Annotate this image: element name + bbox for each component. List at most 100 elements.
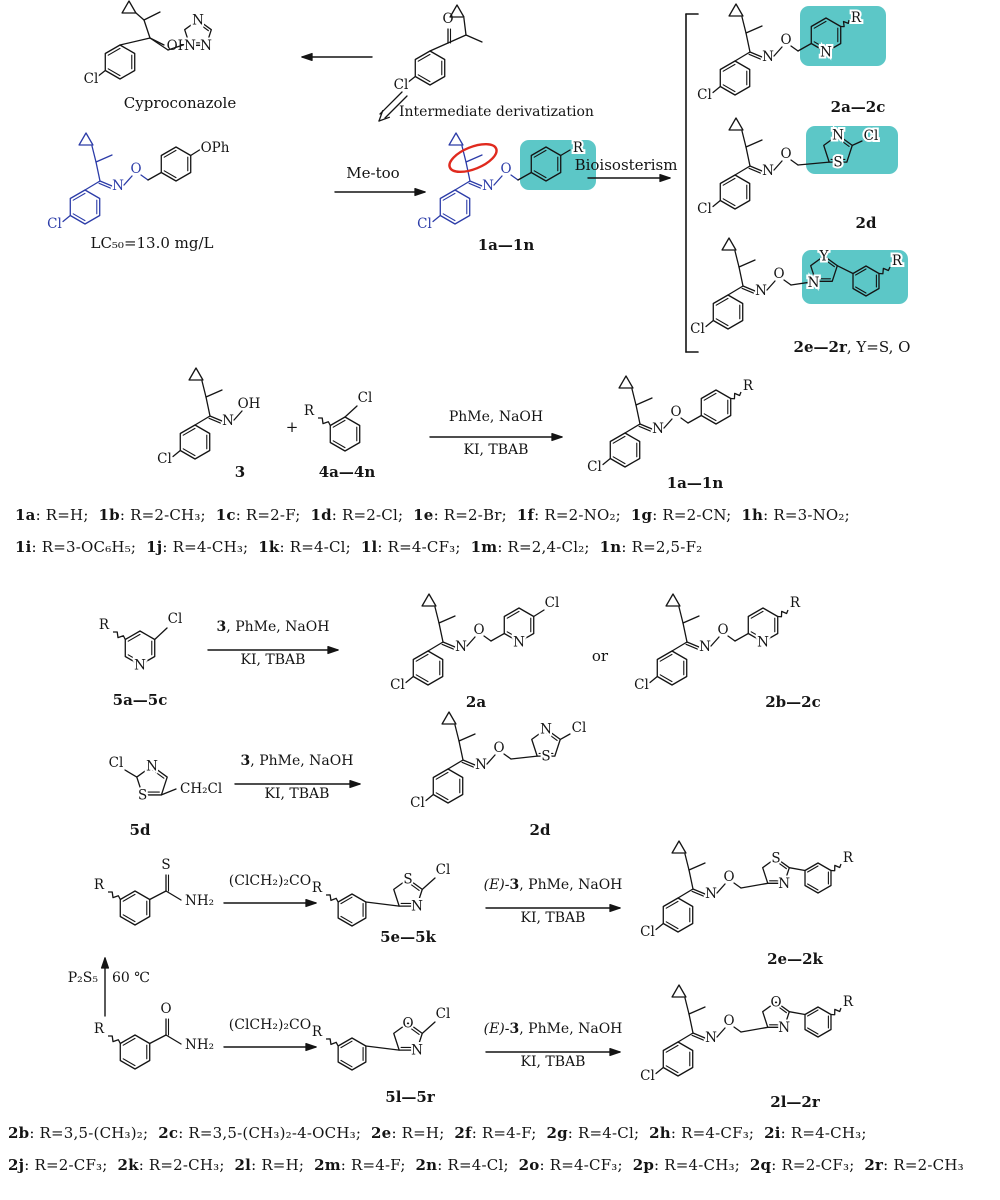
- svg-text:Cl: Cl: [864, 128, 879, 144]
- svg-text:Cl: Cl: [410, 795, 425, 811]
- cyproconazole-label: Cyproconazole: [123, 94, 237, 112]
- highlight-box-aryl-azole-2e-2r: [802, 250, 908, 304]
- svg-text:R: R: [843, 994, 854, 1010]
- compound-5l-5r-label: 5l—5r: [385, 1088, 435, 1106]
- bioisosterism-label: Bioisosterism: [574, 156, 678, 174]
- svg-text:N: N: [778, 876, 790, 892]
- or-label: or: [591, 647, 609, 665]
- svg-text:Cl: Cl: [390, 677, 405, 693]
- compound-1a-1n-label: 1a—1n: [477, 236, 535, 254]
- r-group-definitions-1-line2: 1i: R=3-OC₆H₅; 1j: R=4-CH₃; 1k: R=4-Cl; …: [15, 538, 703, 556]
- scheme3-conditions-rest: , PhMe, NaOH: [250, 753, 354, 769]
- svg-text:N: N: [757, 635, 769, 651]
- scheme5-arrow-2: [485, 1047, 621, 1057]
- svg-text:O: O: [780, 32, 791, 48]
- scheme5-arrow-1: [223, 1042, 317, 1052]
- svg-text:N: N: [513, 635, 525, 651]
- svg-text:N: N: [222, 413, 234, 429]
- svg-text:N: N: [820, 45, 832, 61]
- r-group-definitions-1-line1: 1a: R=H; 1b: R=2-CH₃; 1c: R=2-F; 1d: R=2…: [15, 506, 850, 524]
- scheme4-conditions-rest: , PhMe, NaOH: [519, 877, 623, 893]
- scheme3-cmpd-3: 3: [240, 753, 251, 769]
- scheme4-arrow-1: [223, 898, 317, 908]
- svg-text:O: O: [130, 161, 141, 177]
- compound-2a-product-label: 2a: [465, 693, 487, 711]
- scheme2-conditions-top: 3, PhMe, NaOH: [217, 619, 330, 635]
- svg-text:Cl: Cl: [572, 720, 587, 736]
- svg-text:Cl: Cl: [358, 390, 373, 406]
- scheme1-arrow: [429, 432, 563, 442]
- scheme3-conditions-top: 3, PhMe, NaOH: [241, 753, 354, 769]
- scheme5-conditions-top: (E)-3, PhMe, NaOH: [484, 1021, 623, 1037]
- compound-5e-5k-label: 5e—5k: [380, 928, 436, 946]
- compound-2e-2r-label: 2e—2r, Y=S, O: [794, 338, 911, 356]
- svg-text:Cl: Cl: [394, 77, 409, 93]
- svg-text:N: N: [184, 38, 196, 54]
- highlight-box-thiazole-2d: [806, 126, 898, 174]
- svg-text:N: N: [134, 658, 146, 674]
- thionation-arrow: [100, 957, 110, 1017]
- svg-text:Cl: Cl: [690, 321, 705, 337]
- svg-text:N: N: [699, 639, 711, 655]
- svg-text:O: O: [770, 995, 781, 1011]
- svg-text:O: O: [160, 1001, 171, 1017]
- svg-text:N: N: [832, 128, 844, 144]
- svg-text:R: R: [94, 1021, 105, 1037]
- compound-2l-2r-label: 2l—2r: [770, 1093, 820, 1111]
- svg-text:Cl: Cl: [84, 71, 99, 87]
- scheme2-conditions-rest: , PhMe, NaOH: [226, 619, 330, 635]
- scheme3-conditions-bottom: KI, TBAB: [264, 786, 330, 802]
- svg-text:Cl: Cl: [157, 451, 172, 467]
- scheme1-conditions-bottom: KI, TBAB: [463, 442, 529, 458]
- scheme2-cmpd-3: 3: [216, 619, 227, 635]
- svg-text:CH₂Cl: CH₂Cl: [180, 781, 222, 797]
- svg-text:N: N: [808, 275, 820, 291]
- svg-text:Cl: Cl: [697, 87, 712, 103]
- scheme1-conditions-top: PhMe, NaOH: [448, 409, 544, 425]
- svg-text:O: O: [723, 869, 734, 885]
- svg-text:R: R: [843, 850, 854, 866]
- svg-text:Cl: Cl: [697, 201, 712, 217]
- compound-5a-5c-label: 5a—5c: [112, 691, 168, 709]
- svg-text:N: N: [112, 178, 124, 194]
- me-too-arrow: [334, 187, 426, 197]
- compound-4a-4n-label: 4a—4n: [318, 463, 376, 481]
- svg-text:O: O: [723, 1013, 734, 1029]
- scheme4-conditions-top: (E)-3, PhMe, NaOH: [484, 877, 623, 893]
- svg-text:S: S: [771, 851, 780, 867]
- scheme4-cmpd-3: 3: [509, 877, 520, 893]
- svg-text:N: N: [411, 1043, 423, 1059]
- svg-text:N: N: [146, 759, 158, 775]
- svg-text:N: N: [200, 38, 212, 54]
- svg-text:O: O: [670, 404, 681, 420]
- scheme5-e-prefix: (E)-: [483, 1021, 510, 1037]
- svg-text:Y: Y: [819, 249, 830, 265]
- compound-2d-label: 2d: [855, 214, 877, 232]
- svg-text:Cl: Cl: [436, 1006, 451, 1022]
- scheme5-cmpd-3: 3: [509, 1021, 520, 1037]
- svg-text:N: N: [652, 421, 664, 437]
- scheme2-conditions-bottom: KI, TBAB: [240, 652, 306, 668]
- scheme5-reagent-label: (ClCH₂)₂CO: [228, 1017, 312, 1033]
- svg-text:N: N: [192, 13, 204, 29]
- svg-text:N: N: [455, 639, 467, 655]
- svg-text:N: N: [411, 899, 423, 915]
- scheme5-conditions-bottom: KI, TBAB: [520, 1054, 586, 1070]
- svg-text:N: N: [540, 722, 552, 738]
- plus-sign: +: [285, 418, 299, 436]
- highlight-box-pyridine-2a-2c: [800, 6, 886, 66]
- thionation-reagent-label: P₂S₅: [67, 970, 98, 986]
